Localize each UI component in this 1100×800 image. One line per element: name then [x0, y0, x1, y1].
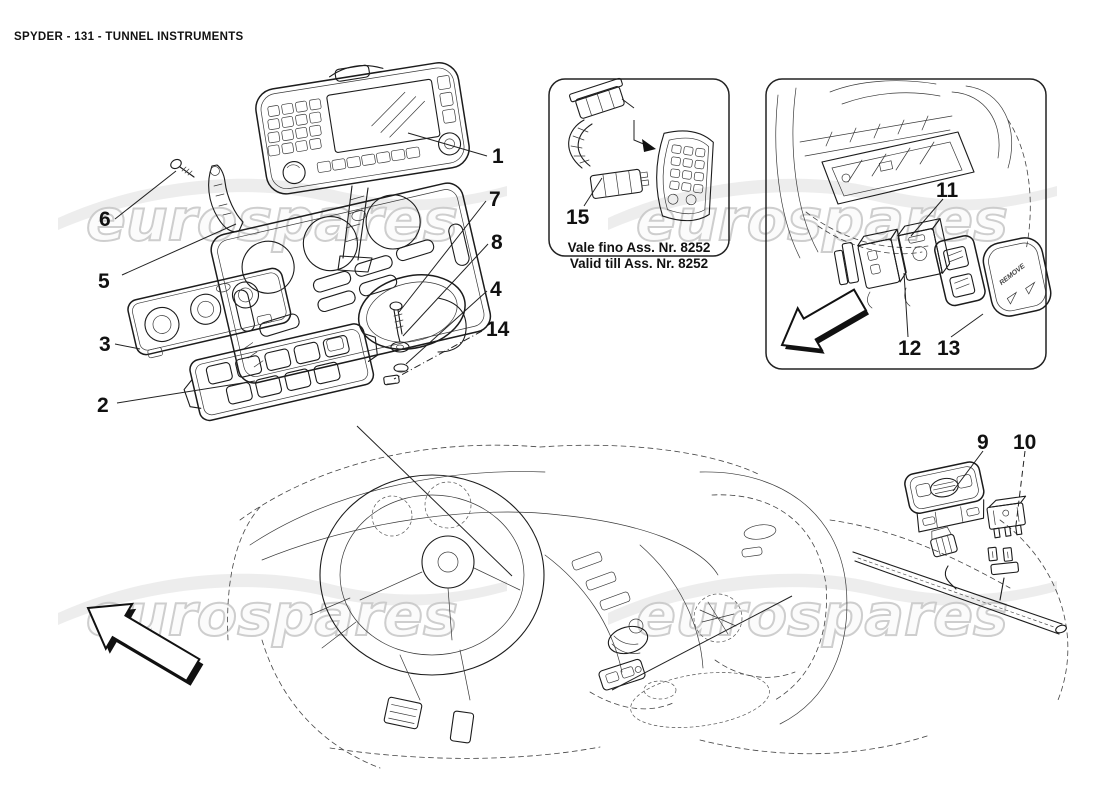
callout-label: 4 [490, 278, 502, 301]
callout-4: 4 [405, 278, 502, 365]
callout-2: 2 [97, 380, 256, 417]
callout-7: 7 [398, 188, 501, 313]
callout-label: 2 [97, 394, 109, 417]
rear-tunnel-drawing [775, 80, 1031, 309]
callout-8: 8 [402, 231, 503, 337]
inset-box-rear-tunnel: REMOVE 11 12 13 [765, 78, 1052, 370]
inset-arrow-icon [621, 98, 656, 152]
screw-drawing-7 [389, 301, 404, 343]
swoosh-graphic [608, 573, 1057, 625]
screw-drawing-6 [170, 158, 195, 178]
clip-drawing-14 [383, 374, 400, 386]
inset-note-line1: Vale fino Ass. Nr. 8252 [568, 240, 711, 255]
window-switch-drawing-9 [904, 461, 985, 533]
callout-label: 13 [937, 337, 960, 360]
direction-arrow-icon-inset [780, 288, 869, 354]
cover-label: REMOVE [998, 263, 1026, 287]
page-title: SPYDER - 131 - TUNNEL INSTRUMENTS [14, 31, 244, 43]
callout-label: 14 [486, 318, 510, 341]
washer-drawing-8 [390, 341, 410, 353]
wiring-loom-drawing [852, 551, 1067, 635]
inset-box-ass-nr: 15 Vale fino Ass. Nr. 8252 Valid till As… [548, 77, 730, 271]
climate-panel-drawing [127, 267, 292, 359]
callout-label: 9 [977, 431, 989, 454]
callout-12: 12 [898, 272, 921, 360]
console-trim-panel-drawing [210, 182, 492, 384]
washer-drawing-4 [393, 363, 409, 373]
swoosh-graphic [58, 178, 507, 230]
callout-9: 9 [952, 431, 989, 492]
callout-label: 11 [936, 179, 959, 202]
locating-line-right [611, 595, 793, 691]
inset-note-line2: Valid till Ass. Nr. 8252 [570, 256, 708, 271]
head-unit-mount-drawing [337, 185, 373, 273]
switch-panel-drawing [183, 323, 378, 422]
callout-label: 12 [898, 337, 921, 360]
callout-11: 11 [910, 179, 959, 237]
callout-label: 7 [489, 188, 501, 211]
callout-label: 6 [99, 208, 111, 231]
callout-1: 1 [407, 132, 504, 168]
bezel-drawing-12 [934, 235, 986, 307]
clip-bracket-drawing [987, 546, 1020, 576]
callout-5: 5 [98, 223, 237, 293]
connector-wire [944, 565, 957, 590]
locating-line-left [356, 425, 513, 577]
callout-label: 10 [1013, 431, 1036, 454]
direction-arrow-icon-main [86, 602, 204, 686]
head-unit-drawing [255, 62, 470, 195]
keypad-fragment-drawing [656, 130, 714, 222]
bracket-drawing [208, 164, 244, 233]
watermark-top-left: eurospares [58, 178, 507, 255]
swoosh-graphic [608, 178, 1057, 230]
callout-10: 10 [1013, 431, 1036, 526]
callout-14: 14 [393, 318, 510, 380]
swoosh-graphic [58, 573, 507, 625]
watermark-text: eurospares [636, 581, 1008, 649]
callout-label: 1 [492, 145, 504, 168]
panel-side-curl [437, 297, 467, 353]
wiring-adapter-drawing [568, 77, 650, 199]
tunnel-switch-location [598, 658, 646, 691]
watermark-bottom-right: eurospares [608, 573, 1057, 650]
switch-pack-drawing [833, 218, 951, 289]
interior-overview-drawing [227, 425, 1069, 769]
callout-15: 15 [566, 177, 603, 229]
callout-label: 15 [566, 206, 590, 229]
callout-label: 8 [491, 231, 503, 254]
watermark-text: eurospares [86, 186, 458, 254]
connector-drawing [930, 526, 958, 558]
callout-6: 6 [99, 170, 177, 231]
callout-3: 3 [99, 333, 141, 356]
micro-switch-drawing-10 [986, 495, 1027, 539]
callout-label: 3 [99, 333, 111, 356]
callout-13: 13 [937, 313, 984, 360]
callout-label: 5 [98, 270, 110, 293]
